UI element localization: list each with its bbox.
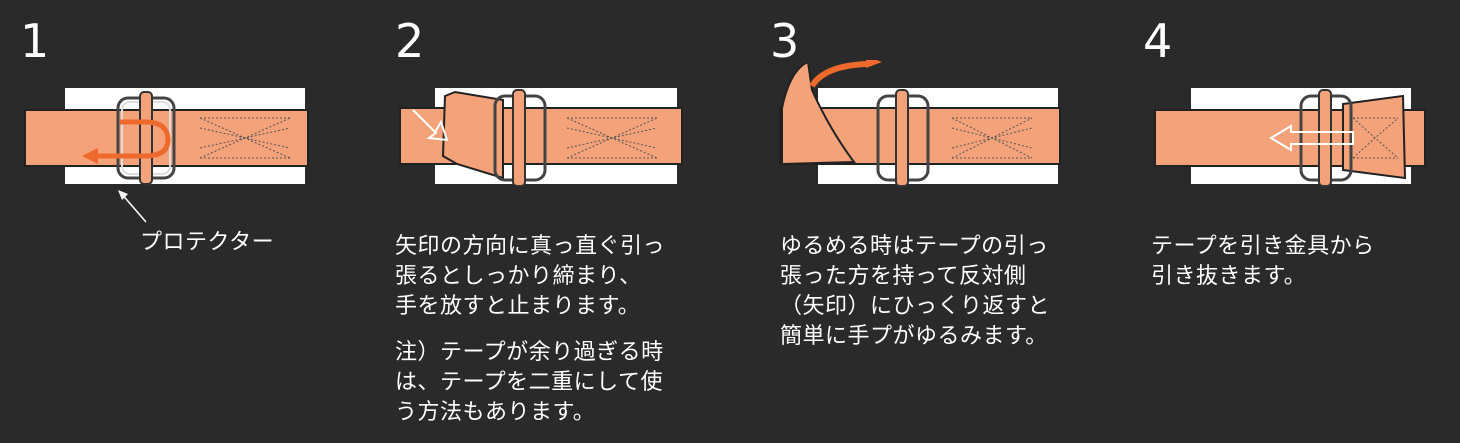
step-2: 2 矢印の方向に真っ直ぐ引っ 張るとしっかり締まり、 手を放すと止まります。 注… (395, 0, 725, 443)
step-2-number: 2 (395, 14, 425, 68)
loop-arrow (92, 119, 171, 159)
step-4: 4 テープを引き金具から 引き抜きます。 (1143, 0, 1443, 443)
tape-flap (441, 90, 504, 180)
step-1-illustration (24, 88, 309, 223)
step-4-number: 4 (1143, 14, 1173, 68)
buckle-bar (139, 91, 153, 185)
flip-arrow (809, 61, 867, 88)
step-4-illustration (1154, 88, 1426, 187)
step-3: 3 ゆるめる時はテープの引っ 張った方を持って反対側 （矢印）にひっくり返すと … (770, 0, 1090, 443)
pull-out-arrow (1269, 124, 1354, 152)
flip-arrow-head (866, 60, 882, 68)
buckle-bar (512, 89, 526, 187)
step-4-text: テープを引き金具から 引き抜きます。 (1151, 234, 1375, 289)
step-3-illustration (779, 60, 1061, 187)
step-3-number: 3 (770, 14, 800, 68)
step-3-text: ゆるめる時はテープの引っ 張った方を持って反対側 （矢印）にひっくり返すと 簡単… (780, 234, 1051, 349)
buckle-bar (895, 89, 909, 187)
step-1-number: 1 (20, 14, 50, 68)
stitching (566, 117, 658, 159)
pointer-head (118, 190, 128, 200)
step-2-illustration (399, 88, 683, 187)
protector-label: プロテクター (140, 230, 275, 255)
pull-arrow (412, 109, 449, 142)
buckle-bar (1318, 89, 1332, 187)
tape-flip (781, 60, 856, 166)
stitching (199, 117, 291, 159)
step-2-note: 注）テープが余り過ぎる時 は、テープを二重にして使 う方法もあります。 (395, 340, 664, 425)
step-1: 1 プロテクター (20, 0, 340, 443)
arrow-head (82, 148, 98, 164)
stitching (951, 117, 1033, 159)
step-2-text: 矢印の方向に真っ直ぐ引っ 張るとしっかり締まり、 手を放すと止まります。 (395, 234, 666, 319)
